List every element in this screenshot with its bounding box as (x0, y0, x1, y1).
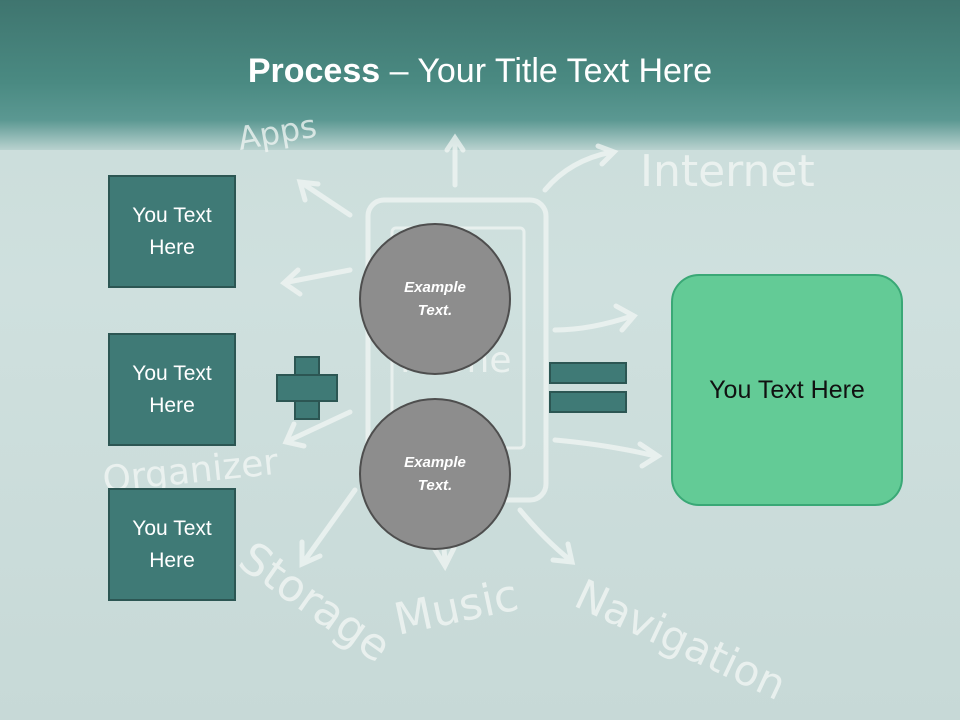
example-circle-1: Example Text. (359, 223, 511, 375)
slide-title: Process – Your Title Text Here (0, 52, 960, 91)
text-box-3: You Text Here (108, 488, 236, 601)
bg-word-internet: Internet (640, 146, 815, 197)
title-rest: – Your Title Text Here (380, 52, 713, 90)
text-box-2: You Text Here (108, 333, 236, 446)
text-box-1: You Text Here (108, 175, 236, 288)
title-bold: Process (247, 52, 381, 90)
result-box: You Text Here (671, 274, 903, 506)
bg-word-navigation: Navigation (568, 570, 794, 710)
bg-word-storage: Storage (230, 532, 400, 673)
bg-word-music: Music (390, 570, 523, 646)
title-bar (0, 0, 960, 150)
example-circle-2: Example Text. (359, 398, 511, 550)
bg-word-apps: Apps (235, 107, 320, 158)
